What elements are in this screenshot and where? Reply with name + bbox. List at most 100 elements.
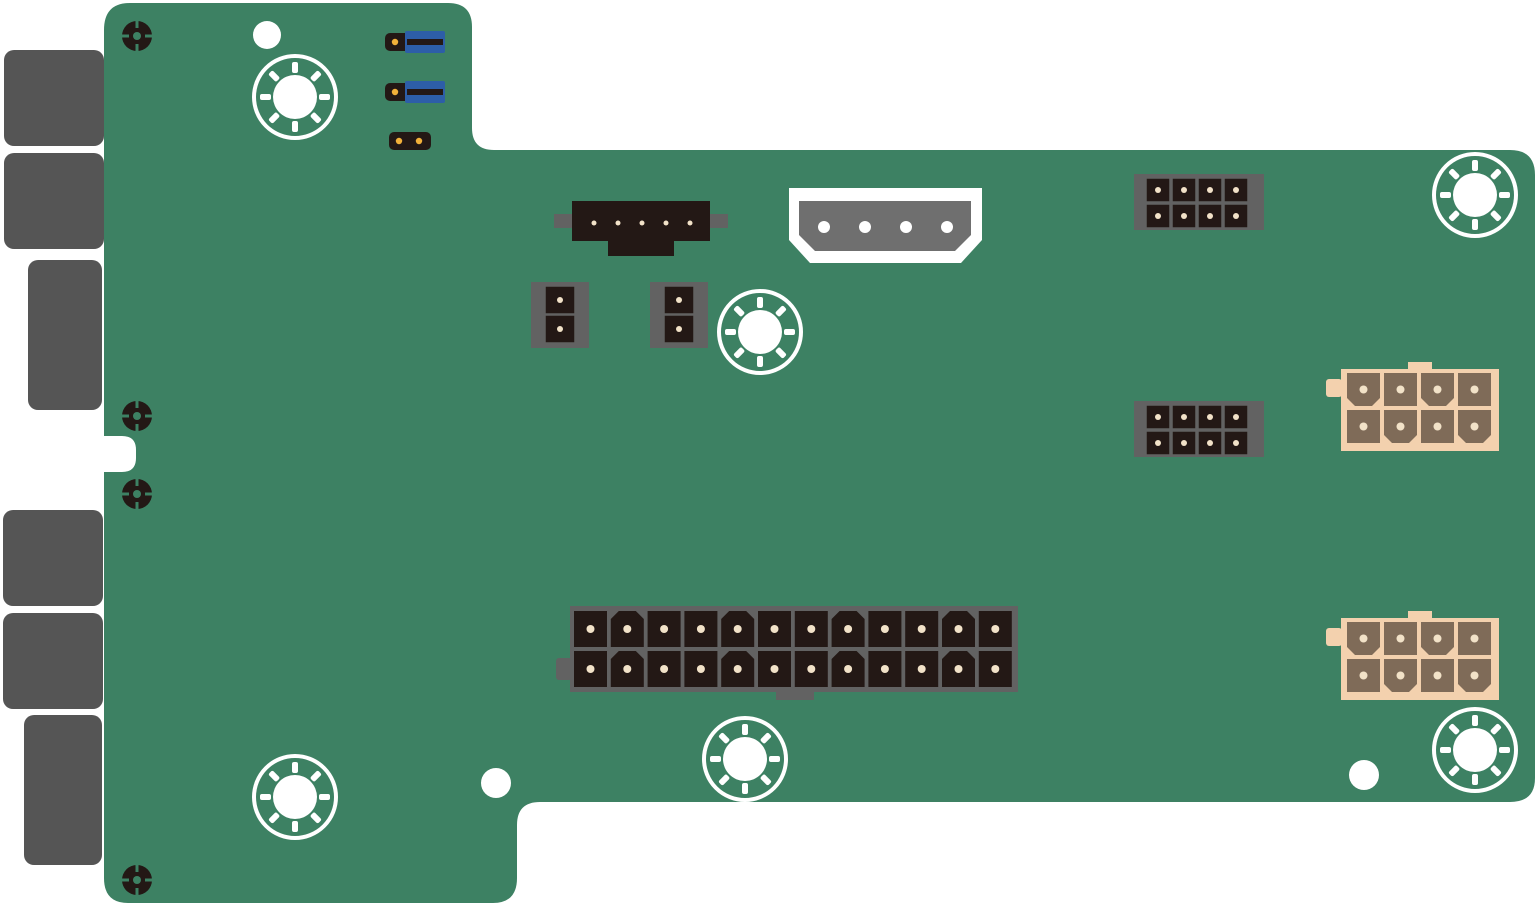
pin-icon — [1396, 385, 1405, 394]
pin-icon — [954, 625, 963, 633]
standoff-tick — [760, 732, 772, 744]
standoff-tick — [710, 756, 721, 762]
pin-cell — [1197, 430, 1223, 456]
standoff-tick — [1490, 168, 1502, 180]
standoff-tick — [292, 62, 298, 73]
standoff-center — [738, 310, 782, 354]
screw-slot — [135, 477, 139, 486]
pin-icon — [1359, 385, 1368, 394]
io-port-1 — [4, 50, 104, 146]
pin-icon — [1433, 671, 1442, 680]
pin-icon — [676, 326, 682, 332]
standoff-tick — [310, 812, 322, 824]
molex-body — [799, 201, 971, 251]
standoff-tick — [725, 329, 736, 335]
headers-group — [531, 174, 1264, 457]
standoff-center — [273, 75, 317, 119]
standoff-tick — [733, 305, 745, 317]
pin-icon — [1433, 385, 1442, 394]
standoff-tick — [769, 756, 780, 762]
pin-icon — [1181, 213, 1187, 219]
pin-icon — [586, 625, 595, 633]
aux-key — [1408, 611, 1432, 621]
pin-icon — [991, 625, 1000, 633]
aux-power-8pin-2 — [1326, 611, 1499, 700]
screw-slot — [135, 44, 139, 53]
pin-icon — [1155, 440, 1161, 446]
standoffs-group — [252, 54, 1518, 840]
pin-icon — [917, 625, 926, 633]
pin-icon — [395, 137, 403, 145]
pin-icon — [1207, 187, 1213, 193]
standoff-ring — [717, 289, 803, 375]
standoff-tick — [292, 121, 298, 132]
screw-hole-center — [133, 412, 141, 420]
standoff-tick — [775, 305, 787, 317]
mounting-hole-icon — [1349, 760, 1379, 790]
pin-icon — [770, 625, 779, 633]
pin-icon — [1396, 634, 1405, 643]
pin-icon — [1181, 187, 1187, 193]
fan-header-latch — [608, 236, 674, 256]
pin-icon — [1470, 385, 1479, 394]
pin-icon — [639, 220, 645, 226]
standoff-tick — [319, 94, 330, 100]
standoff-tick — [784, 329, 795, 335]
pin-icon — [615, 220, 621, 226]
pin-icon — [1433, 634, 1442, 643]
screw-hole-icon — [120, 477, 154, 511]
pin-icon — [1207, 440, 1213, 446]
standoff-tick — [292, 821, 298, 832]
pin-icon — [733, 625, 742, 633]
io-port-2 — [4, 153, 104, 249]
standoff-tick — [268, 112, 280, 124]
io-port-3 — [28, 260, 102, 410]
standoff-tick — [1448, 168, 1460, 180]
pin-cell — [1145, 177, 1171, 203]
pin-icon — [917, 665, 926, 673]
jumper-icon — [385, 81, 445, 103]
pin-icon — [807, 665, 816, 673]
pin-icon — [941, 221, 953, 233]
screw-slot — [135, 399, 139, 408]
standoff-ring — [252, 754, 338, 840]
pin-icon — [660, 665, 669, 673]
jumpers-group — [385, 31, 445, 150]
aux-power-8pin-1 — [1326, 362, 1499, 451]
aux-key — [1408, 362, 1432, 372]
standoff-icon — [1432, 152, 1518, 238]
standoff-tick — [1440, 192, 1451, 198]
pin-icon — [696, 665, 705, 673]
pin-icon — [687, 220, 693, 226]
jumper-cap-slot — [407, 39, 443, 45]
screw-hole-center — [133, 32, 141, 40]
pin-icon — [1181, 414, 1187, 420]
molex-4pin-connector — [789, 188, 982, 263]
header-1x2-2 — [650, 282, 708, 348]
pin-icon — [1233, 187, 1239, 193]
header-1x2-1 — [531, 282, 589, 348]
pin-icon — [1207, 213, 1213, 219]
screw-slot — [135, 888, 139, 897]
pin-icon — [623, 665, 632, 673]
pin-icon — [1233, 440, 1239, 446]
standoff-ring — [1432, 707, 1518, 793]
aux-latch — [1326, 628, 1342, 646]
pin-icon — [696, 625, 705, 633]
standoff-tick — [718, 732, 730, 744]
standoff-tick — [1448, 723, 1460, 735]
standoff-tick — [1448, 765, 1460, 777]
screw-hole-icon — [120, 863, 154, 897]
standoff-tick — [733, 347, 745, 359]
standoff-tick — [1472, 219, 1478, 230]
standoff-icon — [1432, 707, 1518, 793]
standoff-tick — [260, 94, 271, 100]
standoff-tick — [268, 812, 280, 824]
standoff-tick — [1499, 192, 1510, 198]
standoff-tick — [718, 774, 730, 786]
holes-group — [120, 19, 1379, 897]
pin-icon — [1396, 422, 1405, 431]
pin-icon — [1470, 422, 1479, 431]
pin-icon — [676, 297, 682, 303]
standoff-ring — [702, 716, 788, 802]
